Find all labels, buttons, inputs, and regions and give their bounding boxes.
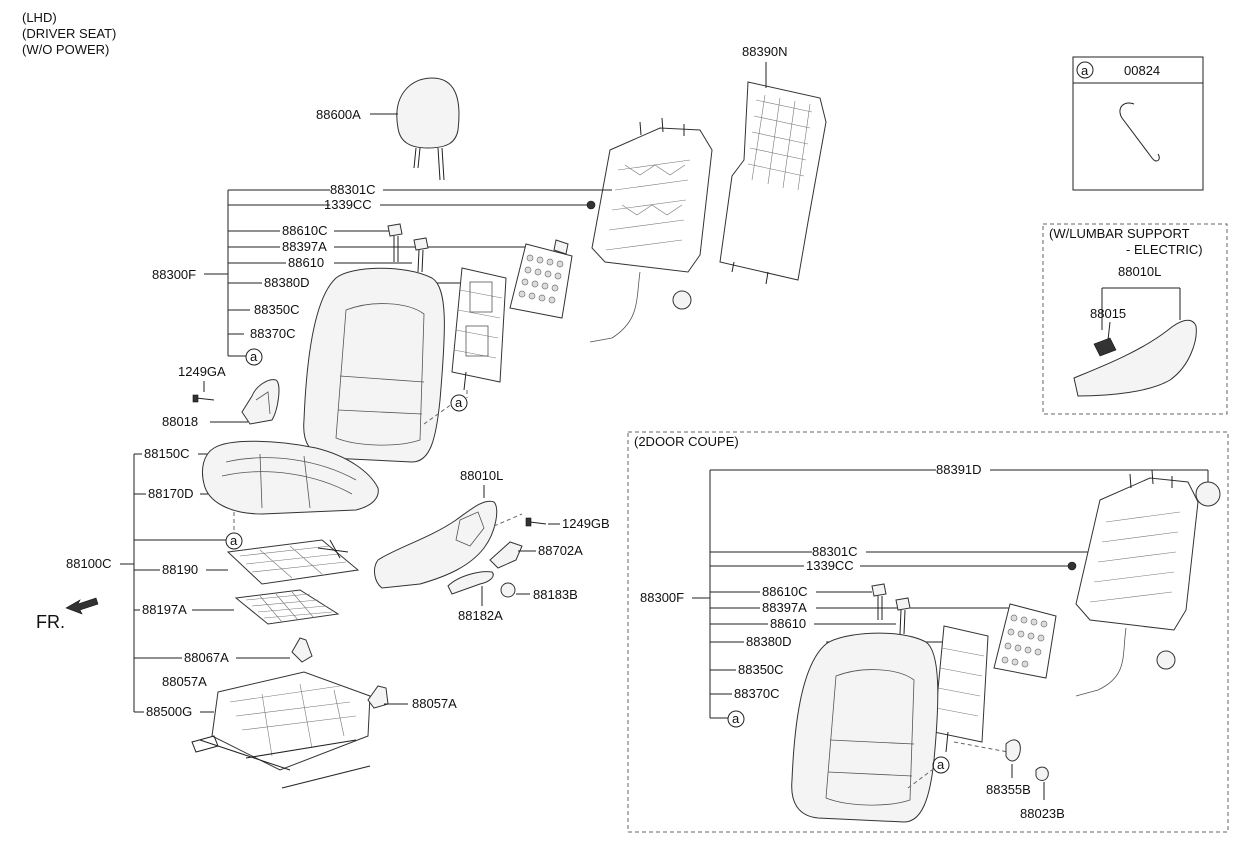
coupe-seatback-cover-illustration	[791, 632, 939, 823]
coupe-ref-a-2: a	[937, 757, 945, 772]
header-lhd: (LHD)	[22, 10, 57, 25]
coupe-label-88023B: 88023B	[1020, 806, 1065, 821]
inset-clip: a 00824	[1072, 56, 1204, 191]
screw-icon	[525, 517, 547, 527]
label-88057A-right: 88057A	[412, 696, 457, 711]
label-88197A: 88197A	[142, 602, 187, 617]
ref-circle-a-back	[245, 348, 263, 366]
ref-circle-a-back-2	[450, 394, 468, 412]
direction-label: FR.	[36, 612, 65, 632]
coupe-label-88610C: 88610C	[762, 584, 808, 599]
coupe-ref-a: a	[732, 711, 740, 726]
headrest-guide-illustration	[387, 223, 429, 273]
seat-frame-illustration	[191, 671, 371, 789]
ref-a-back-2: a	[455, 395, 463, 410]
back-pad-plate-illustration	[451, 267, 507, 391]
ring-88355B-illustration	[1005, 739, 1021, 762]
seat-mesh-illustration	[234, 589, 340, 625]
coupe-nut-icon	[1067, 561, 1077, 571]
ref-a-back: a	[250, 349, 258, 364]
lumbar-shield-illustration	[1073, 319, 1197, 397]
inset-coupe: (2DOOR COUPE) 88300F 88391D 88301C 1339C…	[627, 431, 1229, 833]
back-panel-illustration	[719, 81, 827, 285]
bracket-88018-illustration	[241, 379, 280, 425]
label-88500G: 88500G	[146, 704, 192, 719]
leader-a-back-dashed	[423, 403, 453, 425]
bracket-88067A-illustration	[291, 637, 313, 663]
label-88702A: 88702A	[538, 543, 583, 558]
bolt-icon	[192, 394, 215, 403]
label-88610: 88610	[288, 255, 324, 270]
inset-lumbar-title-2: - ELECTRIC)	[1126, 242, 1203, 257]
seat-cushion-illustration	[201, 440, 379, 515]
label-88370C: 88370C	[250, 326, 296, 341]
inset-lumbar: (W/LUMBAR SUPPORT - ELECTRIC) 88010L 880…	[1042, 223, 1228, 415]
header-driver-seat: (DRIVER SEAT)	[22, 26, 116, 41]
cap-88023B-illustration	[1035, 766, 1049, 781]
headrest-illustration	[396, 77, 460, 181]
coupe-label-88370C: 88370C	[734, 686, 780, 701]
label-1249GB: 1249GB	[562, 516, 610, 531]
coupe-label-88397A: 88397A	[762, 600, 807, 615]
ref-a-cushion: a	[230, 533, 238, 548]
label-88183B: 88183B	[533, 587, 578, 602]
coupe-label-88301C: 88301C	[812, 544, 858, 559]
coupe-frame-illustration	[1075, 477, 1199, 631]
coupe-label-88610: 88610	[770, 616, 806, 631]
coupe-label-88391D: 88391D	[936, 462, 982, 477]
label-88350C: 88350C	[254, 302, 300, 317]
inset-clip-part: 00824	[1124, 63, 1160, 78]
coupe-label-88355B: 88355B	[986, 782, 1031, 797]
seatback-frame-illustration	[589, 117, 713, 343]
coupe-label-88380D: 88380D	[746, 634, 792, 649]
label-88057A-left: 88057A	[162, 674, 207, 689]
inset-coupe-title: (2DOOR COUPE)	[634, 434, 739, 449]
side-shield-illustration	[374, 500, 498, 589]
label-88190: 88190	[162, 562, 198, 577]
header-wo-power: (W/O POWER)	[22, 42, 109, 57]
seat-mat-illustration	[226, 539, 360, 585]
lumbar-pad-illustration	[509, 239, 573, 319]
label-88018: 88018	[162, 414, 198, 429]
label-88010L: 88010L	[460, 468, 503, 483]
lever-88182A-illustration	[447, 571, 494, 595]
label-88600A: 88600A	[316, 107, 361, 122]
label-1249GA: 1249GA	[178, 364, 226, 379]
leader-1249GB-dashed	[493, 513, 523, 527]
coupe-label-1339CC: 1339CC	[806, 558, 854, 573]
inset-clip-ref: a	[1081, 63, 1089, 78]
lumbar-switch-icon	[1093, 337, 1117, 357]
label-88100C: 88100C	[66, 556, 112, 571]
front-arrow-icon	[65, 597, 99, 615]
label-88150C: 88150C	[144, 446, 190, 461]
coupe-cap-88391D-illustration	[1195, 481, 1221, 507]
coupe-label-88350C: 88350C	[738, 662, 784, 677]
bracket-88057A-illustration	[367, 685, 389, 709]
label-88380D: 88380D	[264, 275, 310, 290]
cap-88183B-illustration	[500, 582, 516, 598]
label-1339CC: 1339CC	[324, 197, 372, 212]
label-88170D: 88170D	[148, 486, 194, 501]
ref-circle-a-cushion	[225, 532, 243, 550]
knob-88702A-illustration	[489, 541, 523, 569]
label-88397A: 88397A	[282, 239, 327, 254]
coupe-label-88300F: 88300F	[640, 590, 684, 605]
inset-lumbar-88010L: 88010L	[1118, 264, 1161, 279]
nut-icon	[586, 200, 596, 210]
label-88390N: 88390N	[742, 44, 788, 59]
label-88610C: 88610C	[282, 223, 328, 238]
tree-88100C	[120, 453, 290, 713]
clip-illustration	[1119, 102, 1160, 162]
label-88300F: 88300F	[152, 267, 196, 282]
label-88182A: 88182A	[458, 608, 503, 623]
inset-lumbar-88015: 88015	[1090, 306, 1126, 321]
label-88301C: 88301C	[330, 182, 376, 197]
seatback-cover-illustration	[303, 267, 445, 463]
inset-lumbar-title-1: (W/LUMBAR SUPPORT	[1049, 226, 1190, 241]
label-88067A: 88067A	[184, 650, 229, 665]
